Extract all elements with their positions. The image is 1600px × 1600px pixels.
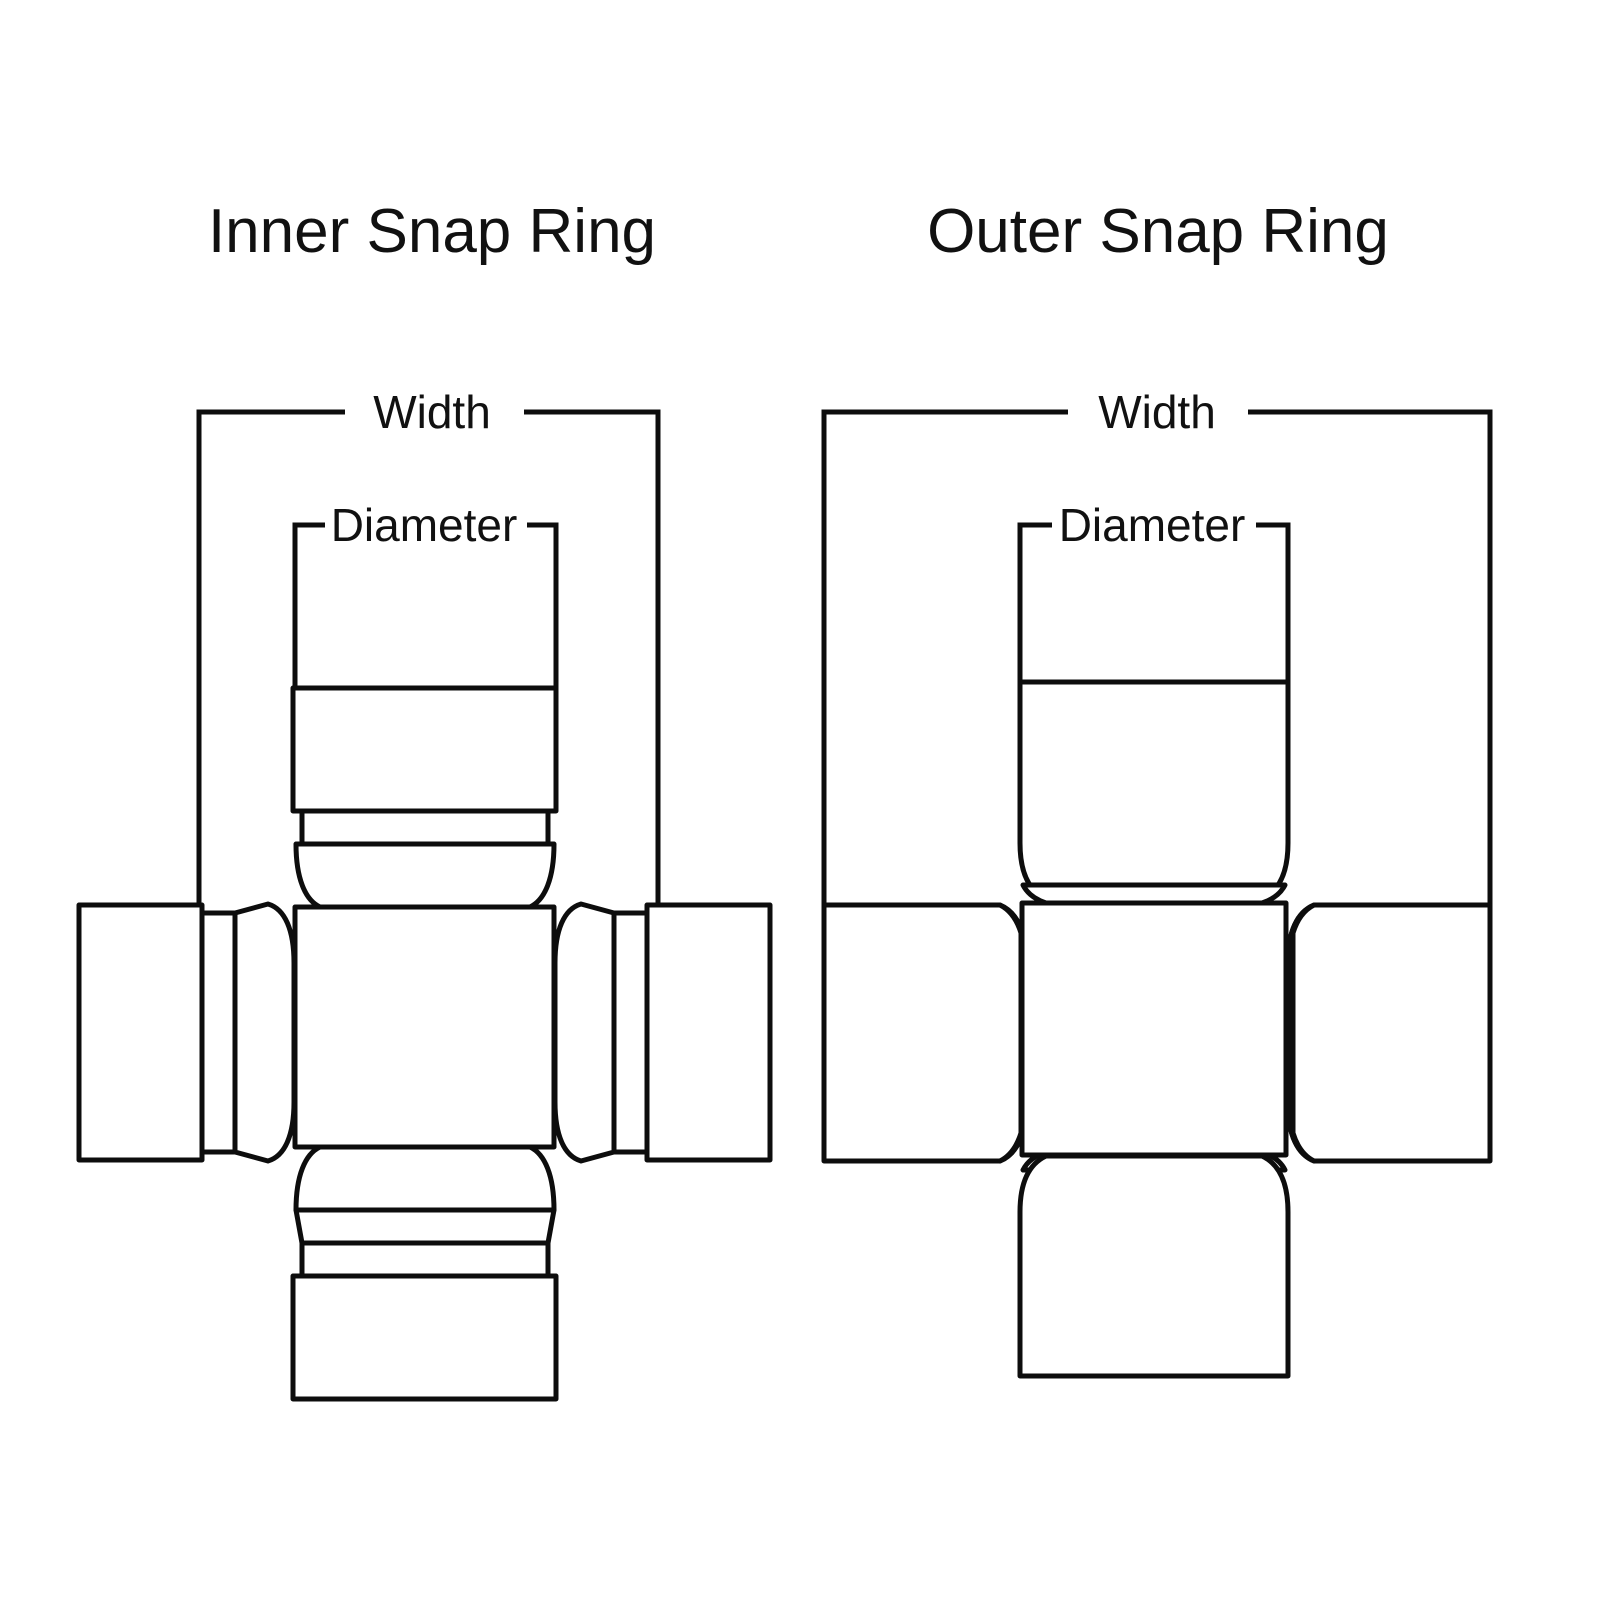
outer-right-cap-rim (1285, 902, 1317, 1164)
inner-right-arm (552, 901, 773, 1164)
outer-snap-ring-title: Outer Snap Ring (927, 197, 1389, 266)
outer-diameter-right-leader (1256, 522, 1291, 682)
outer-bottom-bearing-cap (1017, 1149, 1291, 1379)
inner-width-dimension: Width (196, 386, 661, 905)
outer-diameter-left-leader (1017, 522, 1052, 682)
outer-top-cap-body (1017, 679, 1291, 902)
inner-diameter-dimension: Diameter (292, 499, 559, 688)
outer-snap-ring-diagram: Outer Snap Ring Width Diameter (821, 197, 1493, 1379)
inner-top-snapring-groove (299, 808, 551, 847)
inner-diameter-right-leader (527, 522, 559, 688)
inner-snap-ring-diagram: Inner Snap Ring Width Diameter (76, 197, 773, 1402)
inner-left-cap-body (76, 902, 205, 1163)
inner-bottom-tapered-shoulder (293, 1144, 557, 1213)
outer-bottom-cap-body (1017, 1153, 1291, 1379)
inner-bottom-snapring-groove (299, 1240, 551, 1279)
outer-top-bearing-cap (1017, 679, 1291, 906)
inner-width-left-leader (196, 409, 345, 905)
inner-width-right-leader (524, 409, 661, 905)
outer-width-left-leader (821, 409, 1068, 905)
inner-right-cap-body (644, 902, 773, 1163)
inner-bottom-bearing-cap (290, 1144, 559, 1402)
inner-top-cap-body (290, 685, 559, 814)
inner-center-cross-body (292, 904, 557, 1150)
outer-width-label: Width (1098, 386, 1216, 438)
outer-diameter-label: Diameter (1059, 499, 1246, 551)
outer-right-cap-body (1285, 902, 1493, 1164)
outer-diameter-dimension: Diameter (1017, 499, 1291, 682)
inner-left-arm (76, 901, 297, 1164)
inner-diameter-label: Diameter (331, 499, 518, 551)
outer-center-cross-body (1019, 900, 1289, 1158)
outer-width-right-leader (1248, 409, 1493, 905)
outer-right-arm (1285, 902, 1493, 1164)
inner-snap-ring-title: Inner Snap Ring (208, 197, 656, 266)
inner-diameter-left-leader (292, 522, 325, 688)
inner-right-snapring-groove (611, 910, 650, 1155)
inner-bottom-intermediate-band (293, 1207, 557, 1246)
outer-width-dimension: Width (821, 386, 1493, 905)
outer-left-arm (821, 902, 1029, 1164)
outer-left-cap-body (821, 902, 1029, 1164)
inner-left-tapered-shoulder (232, 901, 297, 1164)
inner-top-tapered-shoulder (293, 841, 557, 910)
inner-width-label: Width (373, 386, 491, 438)
inner-right-tapered-shoulder (552, 901, 617, 1164)
inner-left-snapring-groove (199, 910, 238, 1155)
inner-bottom-cap-body (290, 1273, 559, 1402)
inner-top-bearing-cap (290, 685, 559, 910)
outer-top-cap-rim (1020, 882, 1288, 906)
